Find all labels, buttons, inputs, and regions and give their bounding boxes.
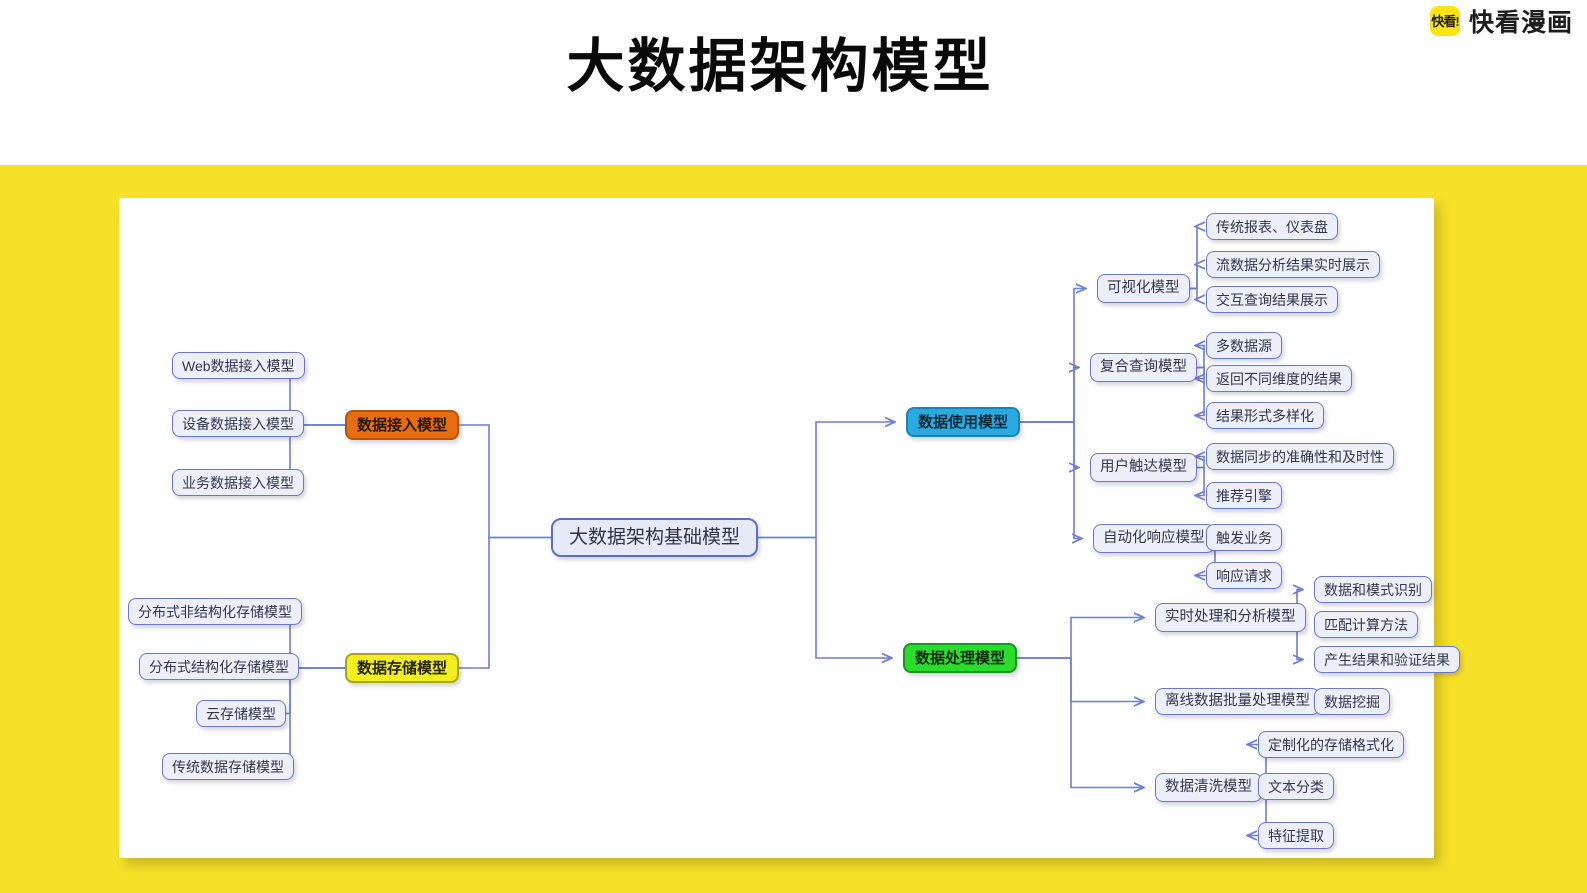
brand-logo: 快看! 快看漫画 (1429, 6, 1573, 37)
node-label: 流数据分析结果实时展示 (1216, 256, 1370, 273)
subgroup-node[interactable]: 复合查询模型 (1090, 353, 1197, 382)
node-label: 文本分类 (1268, 778, 1324, 795)
leaf-node[interactable]: 结果形式多样化 (1206, 402, 1324, 429)
leaf-node[interactable]: 传统报表、仪表盘 (1206, 213, 1338, 240)
kuaikan-logo-icon: 快看! (1429, 6, 1460, 36)
root-node[interactable]: 大数据架构基础模型 (551, 518, 759, 557)
leaf-node[interactable]: 分布式结构化存储模型 (139, 653, 299, 680)
node-label: 云存储模型 (206, 705, 276, 722)
leaf-node[interactable]: 业务数据接入模型 (172, 469, 304, 496)
leaf-node[interactable]: Web数据接入模型 (172, 352, 305, 379)
node-label: 数据挖掘 (1324, 693, 1380, 710)
node-label: 数据存储模型 (357, 659, 448, 677)
brand-name: 快看漫画 (1468, 9, 1573, 37)
subgroup-node[interactable]: 自动化响应模型 (1093, 524, 1215, 553)
leaf-node[interactable]: 文本分类 (1258, 773, 1334, 800)
node-label: 推荐引擎 (1216, 487, 1272, 504)
leaf-node[interactable]: 产生结果和验证结果 (1314, 646, 1460, 673)
leaf-node[interactable]: 特征提取 (1258, 822, 1334, 849)
node-label: 结果形式多样化 (1216, 407, 1314, 424)
leaf-node[interactable]: 数据和模式识别 (1314, 576, 1432, 603)
node-label: 数据使用模型 (918, 413, 1009, 431)
node-label: 数据接入模型 (357, 416, 448, 434)
subgroup-node[interactable]: 用户触达模型 (1090, 453, 1197, 482)
node-label: 业务数据接入模型 (182, 474, 294, 491)
leaf-node[interactable]: 推荐引擎 (1206, 482, 1282, 509)
leaf-node[interactable]: 流数据分析结果实时展示 (1206, 251, 1380, 278)
page-title: 大数据架构模型 (566, 34, 994, 99)
node-label: 自动化响应模型 (1103, 530, 1205, 547)
node-label: 用户触达模型 (1100, 459, 1187, 476)
subgroup-node[interactable]: 实时处理和分析模型 (1155, 603, 1306, 632)
node-label: 特征提取 (1268, 827, 1324, 844)
node-label: 分布式非结构化存储模型 (138, 603, 292, 620)
category-node-storage[interactable]: 数据存储模型 (345, 653, 460, 683)
node-label: 数据清洗模型 (1165, 779, 1252, 796)
node-label: 返回不同维度的结果 (1216, 370, 1342, 387)
node-label: Web数据接入模型 (182, 357, 295, 374)
leaf-node[interactable]: 设备数据接入模型 (172, 410, 304, 437)
node-label: 数据处理模型 (915, 649, 1006, 667)
node-label: 分布式结构化存储模型 (149, 658, 289, 675)
node-label: 设备数据接入模型 (182, 415, 294, 432)
node-label: 离线数据批量处理模型 (1165, 693, 1310, 710)
node-label: 响应请求 (1216, 567, 1272, 584)
subgroup-node[interactable]: 可视化模型 (1097, 274, 1190, 303)
leaf-node[interactable]: 响应请求 (1206, 562, 1282, 589)
node-label: 实时处理和分析模型 (1165, 609, 1296, 626)
node-label: 传统数据存储模型 (172, 758, 284, 775)
leaf-node[interactable]: 云存储模型 (196, 700, 286, 727)
leaf-node[interactable]: 定制化的存储格式化 (1258, 731, 1404, 758)
leaf-node[interactable]: 分布式非结构化存储模型 (128, 598, 302, 625)
node-label: 复合查询模型 (1100, 359, 1187, 376)
category-node-ingest[interactable]: 数据接入模型 (345, 410, 460, 440)
leaf-node[interactable]: 传统数据存储模型 (162, 753, 294, 780)
node-label: 大数据架构基础模型 (569, 527, 741, 548)
node-label: 匹配计算方法 (1324, 616, 1408, 633)
node-label: 传统报表、仪表盘 (1216, 218, 1328, 235)
node-label: 数据和模式识别 (1324, 581, 1422, 598)
node-label: 可视化模型 (1107, 280, 1180, 297)
node-label: 产生结果和验证结果 (1324, 651, 1450, 668)
leaf-node[interactable]: 触发业务 (1206, 524, 1282, 551)
subgroup-node[interactable]: 数据清洗模型 (1155, 773, 1262, 802)
leaf-node[interactable]: 返回不同维度的结果 (1206, 365, 1352, 392)
node-label: 触发业务 (1216, 529, 1272, 546)
leaf-node[interactable]: 数据同步的准确性和及时性 (1206, 443, 1394, 470)
category-node-usage[interactable]: 数据使用模型 (906, 407, 1021, 437)
node-label: 定制化的存储格式化 (1268, 736, 1394, 753)
leaf-node[interactable]: 数据挖掘 (1314, 688, 1390, 715)
node-label: 交互查询结果展示 (1216, 291, 1328, 308)
subgroup-node[interactable]: 离线数据批量处理模型 (1155, 688, 1320, 715)
node-label: 多数据源 (1216, 337, 1272, 354)
leaf-node[interactable]: 多数据源 (1206, 332, 1282, 359)
node-label: 数据同步的准确性和及时性 (1216, 448, 1384, 465)
category-node-processing[interactable]: 数据处理模型 (903, 643, 1018, 673)
leaf-node[interactable]: 交互查询结果展示 (1206, 286, 1338, 313)
leaf-node[interactable]: 匹配计算方法 (1314, 611, 1418, 638)
